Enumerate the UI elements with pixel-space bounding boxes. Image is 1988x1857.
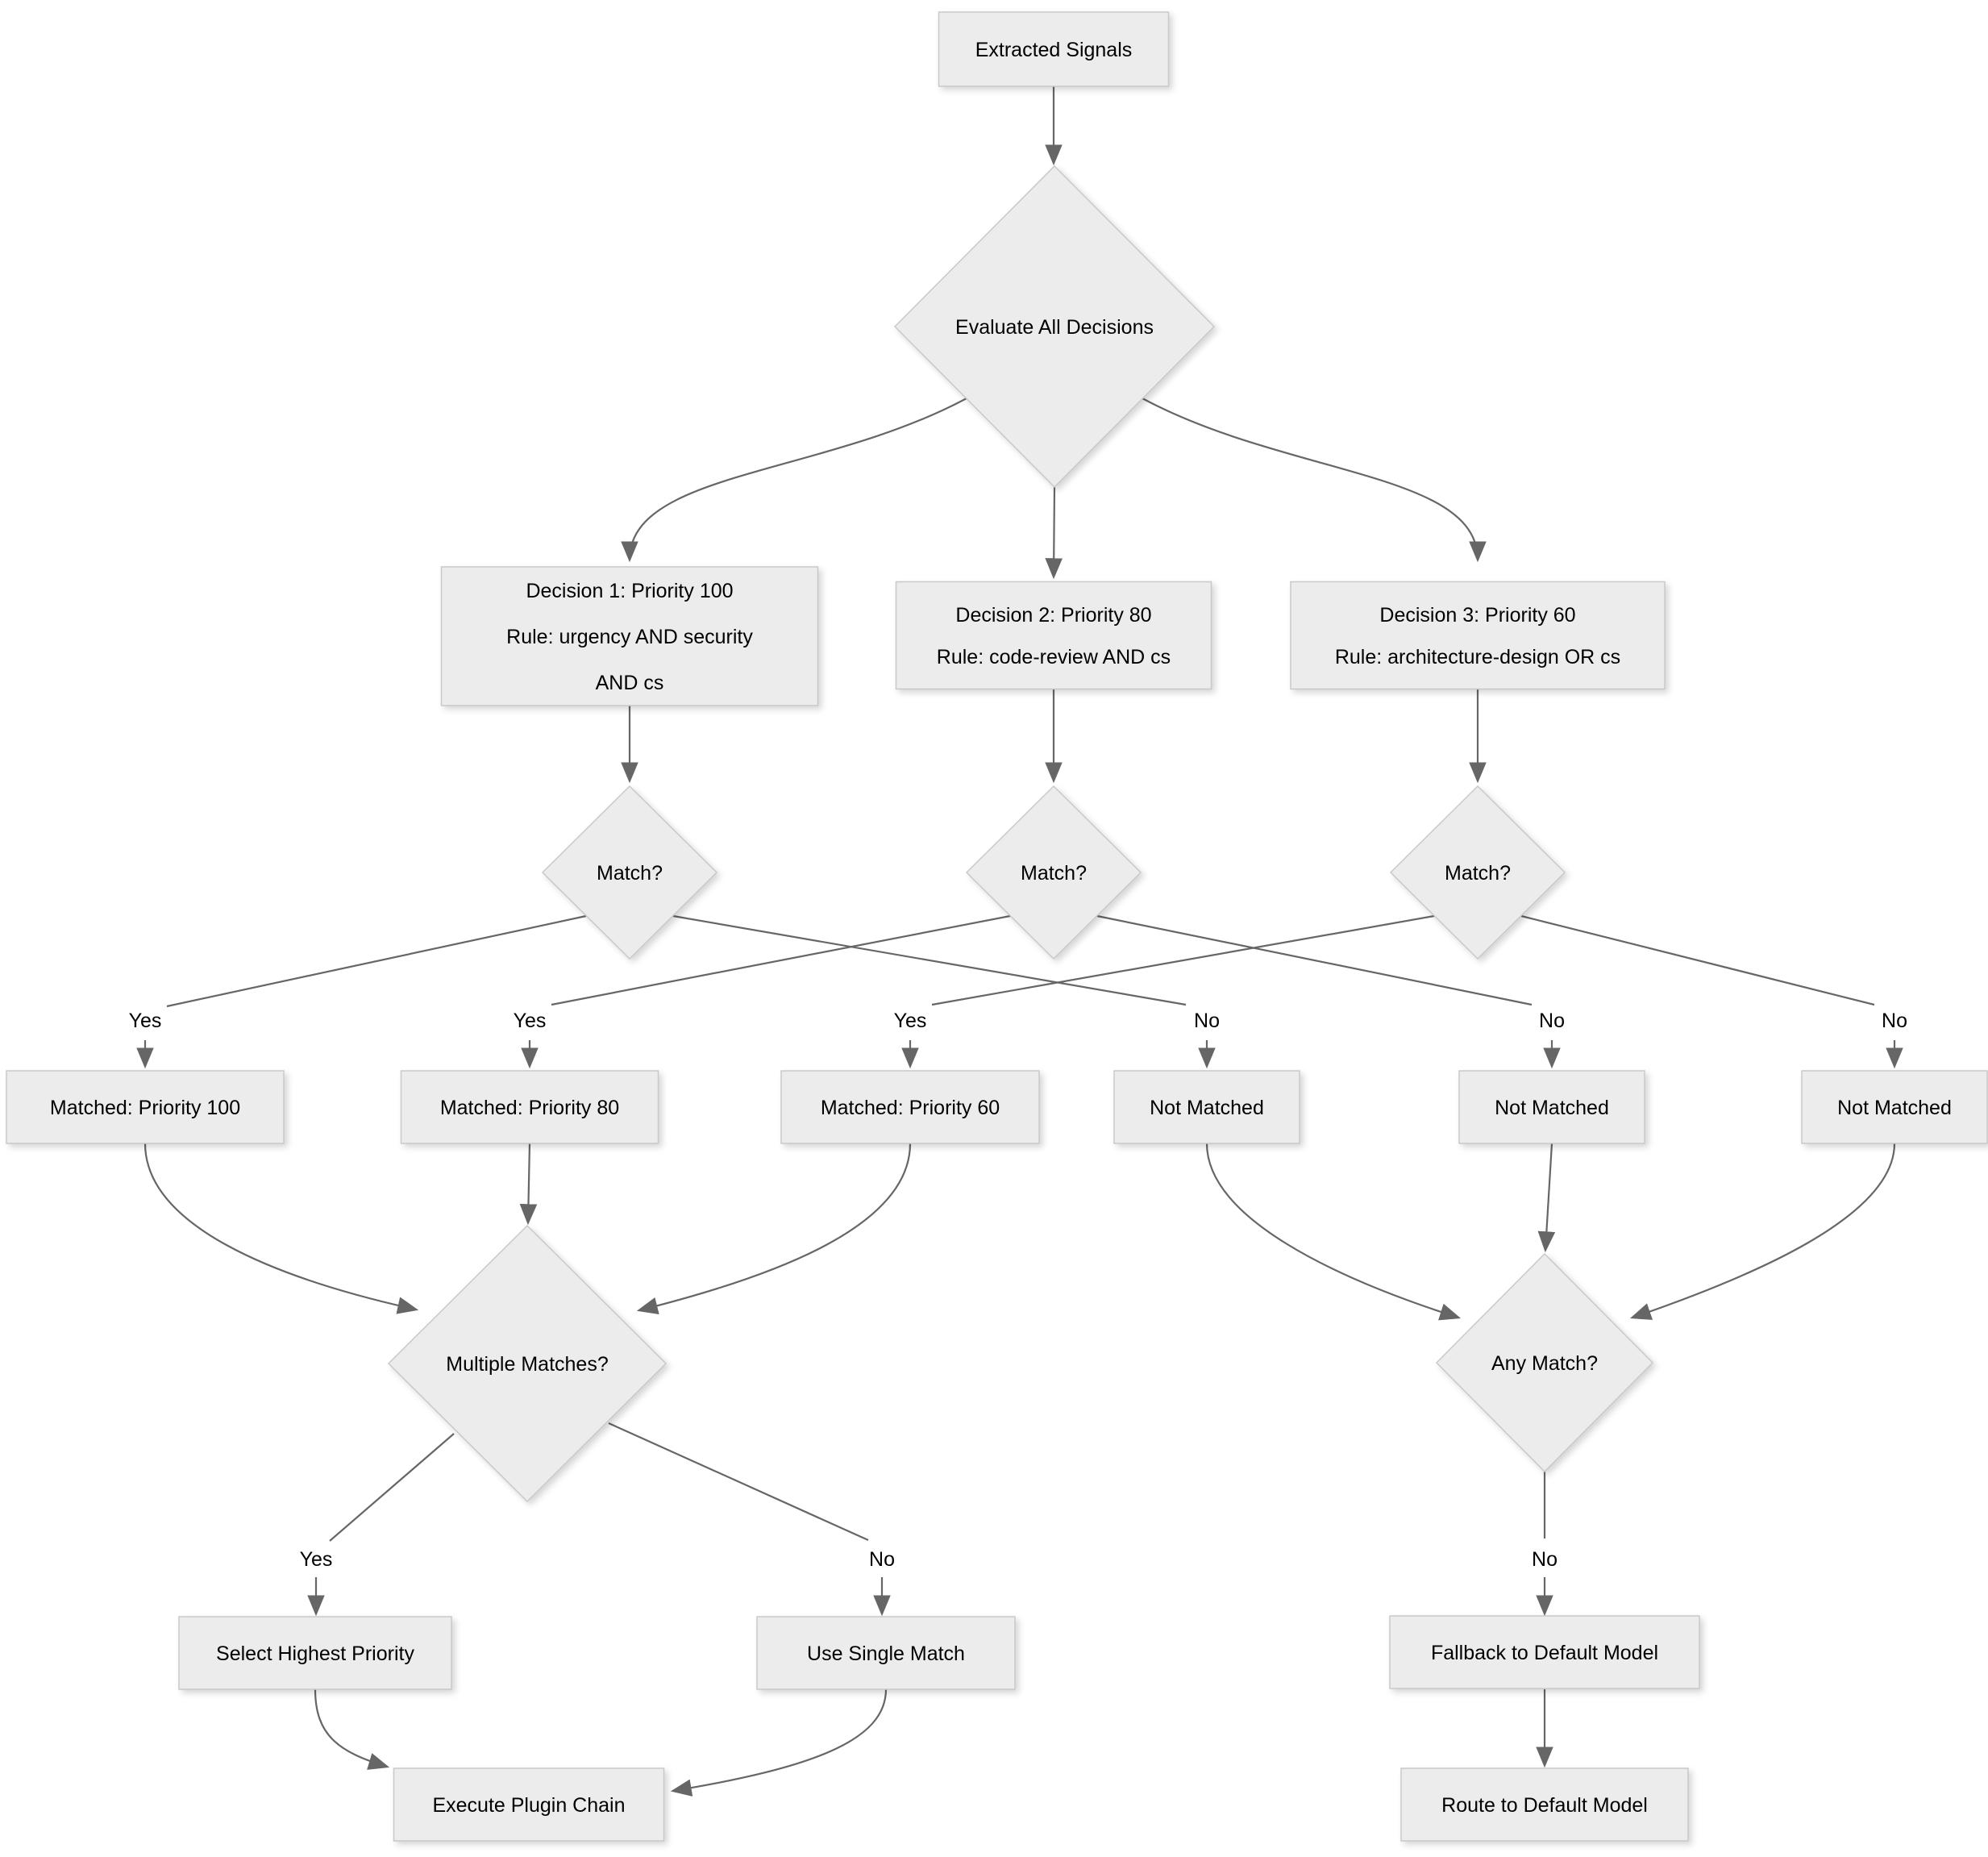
edge-match-2-to-yes-2 [551, 914, 1011, 1006]
extracted-signals-shape [938, 11, 1170, 87]
edge-select-to-execute [314, 1688, 390, 1770]
edge-matched-60-to-multiple [636, 1143, 912, 1314]
node-matched-priority-100: Matched: Priority 100 [6, 1070, 285, 1144]
node-extracted-signals: Extracted Signals [938, 11, 1170, 87]
edge-match-1-to-yes-1 [166, 914, 587, 1008]
node-not-matched-3: Not Matched [1801, 1070, 1988, 1144]
not-matched-3-label: Not Matched [1837, 1097, 1952, 1119]
multiple-matches-label: Multiple Matches? [446, 1353, 608, 1376]
match-2-shape [965, 785, 1142, 960]
edge-evaluate-to-decision-3 [1142, 398, 1487, 563]
route-to-default-model-shape [1400, 1767, 1689, 1842]
node-execute-plugin-chain: Execute Plugin Chain [393, 1767, 665, 1842]
edge-not-matched-3-to-any [1629, 1143, 1896, 1320]
match-1-shape [541, 785, 718, 960]
edge-label-yes-multiple: Yes [300, 1548, 333, 1571]
edge-label-yes-1: Yes [129, 1010, 162, 1032]
evaluate-all-decisions-shape [893, 164, 1216, 489]
not-matched-2-label: Not Matched [1495, 1097, 1609, 1119]
edge-label-no-multiple: No [869, 1548, 895, 1571]
node-not-matched-2: Not Matched [1458, 1070, 1645, 1144]
node-matched-priority-60: Matched: Priority 60 [780, 1070, 1040, 1144]
edge-single-to-execute [670, 1688, 888, 1797]
select-highest-priority-shape [178, 1616, 452, 1690]
matched-priority-100-label: Matched: Priority 100 [50, 1097, 240, 1119]
edge-label-yes-2: Yes [514, 1010, 547, 1032]
use-single-match-shape [756, 1616, 1016, 1690]
matched-priority-80-label: Matched: Priority 80 [440, 1097, 619, 1119]
node-matched-priority-80: Matched: Priority 80 [400, 1070, 659, 1144]
edge-evaluate-to-decision-1 [621, 398, 967, 563]
use-single-match-label: Use Single Match [807, 1643, 965, 1665]
match-2-label: Match? [1021, 862, 1087, 885]
edge-label-yes-3: Yes [894, 1010, 927, 1032]
decision-2-shape [895, 581, 1212, 690]
execute-plugin-chain-label: Execute Plugin Chain [432, 1794, 625, 1817]
match-3-shape [1389, 785, 1566, 960]
edge-not-matched-1-to-any [1205, 1143, 1462, 1321]
matched-priority-80-shape [400, 1070, 659, 1144]
edge-label-no-2: No [1539, 1010, 1565, 1032]
node-not-matched-1: Not Matched [1113, 1070, 1300, 1144]
not-matched-2-shape [1458, 1070, 1645, 1144]
edge-multiple-to-yes-label [329, 1433, 455, 1542]
fallback-to-default-model-shape [1389, 1615, 1700, 1689]
node-multiple-matches: Multiple Matches? [387, 1224, 668, 1503]
node-use-single-match: Use Single Match [756, 1616, 1016, 1690]
edge-matched-80-to-multiple [519, 1143, 538, 1226]
node-match-3: Match? [1389, 785, 1566, 960]
edge-not-matched-2-to-any [1537, 1143, 1556, 1253]
fallback-to-default-model-label: Fallback to Default Model [1431, 1642, 1658, 1664]
edge-match-2-to-no-2 [1096, 914, 1533, 1006]
matched-priority-60-label: Matched: Priority 60 [821, 1097, 1000, 1119]
matched-priority-60-shape [780, 1070, 1040, 1144]
edge-label-no-1: No [1194, 1010, 1220, 1032]
multiple-matches-shape [387, 1224, 668, 1503]
not-matched-1-label: Not Matched [1150, 1097, 1264, 1119]
edge-label-no-any: No [1532, 1548, 1558, 1571]
node-select-highest-priority: Select Highest Priority [178, 1616, 452, 1690]
node-any-match: Any Match? [1435, 1252, 1654, 1473]
execute-plugin-chain-shape [393, 1767, 665, 1842]
edge-match-3-to-no-3 [1520, 914, 1875, 1006]
node-match-2: Match? [965, 785, 1142, 960]
extracted-signals-label: Extracted Signals [975, 39, 1133, 61]
matched-priority-100-shape [6, 1070, 285, 1144]
decision-3-shape [1290, 581, 1666, 690]
edges-layer [136, 86, 1903, 1797]
match-1-label: Match? [597, 862, 663, 885]
edge-match-3-to-yes-3 [931, 914, 1435, 1006]
edge-matched-100-to-multiple [143, 1143, 419, 1314]
match-3-label: Match? [1445, 862, 1511, 885]
node-evaluate-all-decisions: Evaluate All Decisions [893, 164, 1216, 489]
decision-1-shape [440, 566, 819, 706]
not-matched-1-shape [1113, 1070, 1300, 1144]
select-highest-priority-label: Select Highest Priority [216, 1643, 414, 1665]
any-match-label: Any Match? [1491, 1352, 1598, 1375]
edge-multiple-to-no-label [608, 1422, 869, 1542]
node-match-1: Match? [541, 785, 718, 960]
node-route-to-default-model: Route to Default Model [1400, 1767, 1689, 1842]
route-to-default-model-label: Route to Default Model [1441, 1794, 1648, 1817]
any-match-shape [1435, 1252, 1654, 1473]
node-fallback-to-default-model: Fallback to Default Model [1389, 1615, 1700, 1689]
evaluate-all-decisions-label: Evaluate All Decisions [955, 316, 1154, 339]
edge-label-no-3: No [1882, 1010, 1907, 1032]
edge-match-1-to-no-1 [672, 914, 1187, 1006]
not-matched-3-shape [1801, 1070, 1988, 1144]
